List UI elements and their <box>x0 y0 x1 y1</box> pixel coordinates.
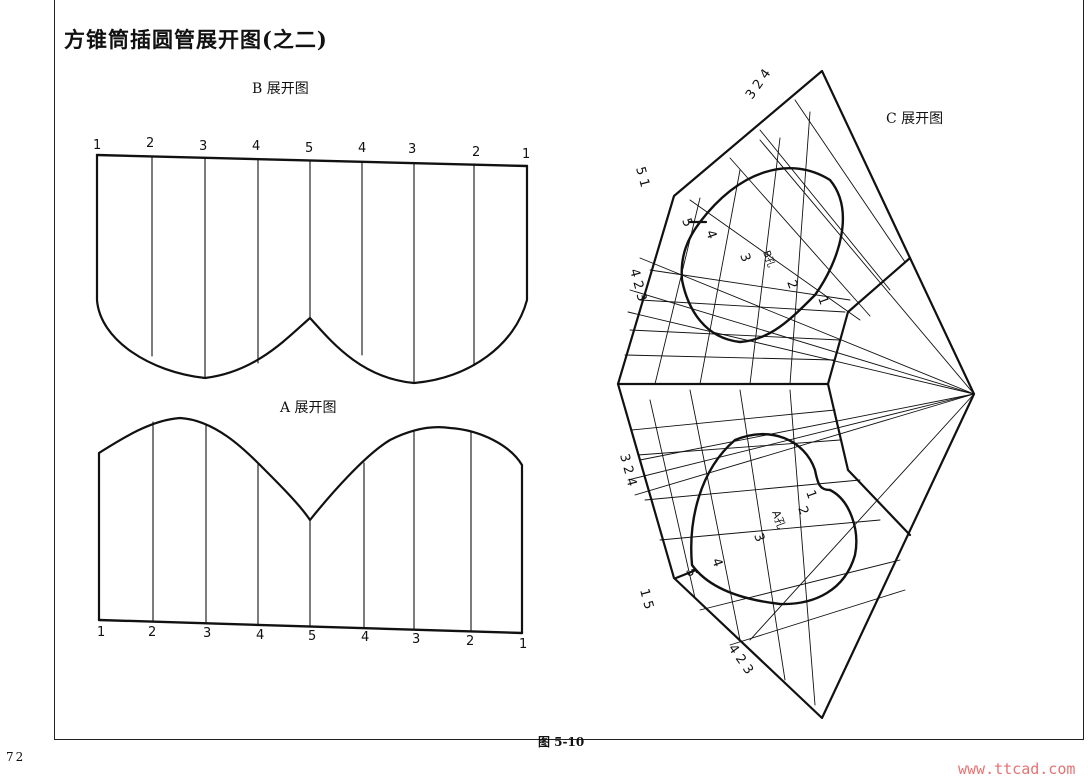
b-development-pattern <box>95 153 529 385</box>
b-num-3: 3 <box>199 139 207 154</box>
c-lower-inner-3: 3 <box>750 531 767 544</box>
c-upper-inner-3: 3 <box>736 251 753 264</box>
b-hole-label: B孔 <box>760 249 777 269</box>
a-num-3: 3 <box>203 626 211 641</box>
a-num-3b: 3 <box>412 632 420 647</box>
c-lower-inner-2: 2 <box>794 504 811 517</box>
c-pattern-label: C 展开图 <box>886 111 944 127</box>
a-num-2b: 2 <box>466 634 474 649</box>
b-num-1: 1 <box>93 138 101 153</box>
b-num-4: 4 <box>252 139 260 154</box>
c-upper-side-group: 4 2 3 <box>626 267 649 303</box>
c-lower-corner: 1 5 <box>636 587 656 611</box>
page-border <box>54 0 1084 740</box>
c-upper-inner-1: 1 <box>814 294 831 307</box>
c-lower-inner-1: 1 <box>802 488 819 501</box>
figure-caption: 图 5-10 <box>538 735 585 749</box>
page-number: 72 <box>6 750 26 764</box>
c-lower-side-group: 3 2 4 <box>616 452 639 488</box>
a-bottom-numbers: 1 2 3 4 5 4 3 2 1 <box>97 625 527 652</box>
c-bottom-group: 4 2 3 <box>725 642 756 678</box>
b-pattern-label: B 展开图 <box>252 81 309 97</box>
a-num-2: 2 <box>148 625 156 640</box>
a-pattern-label: A 展开图 <box>280 400 337 416</box>
c-top-group: 3 2 4 <box>743 67 774 103</box>
b-num-3b: 3 <box>408 142 416 157</box>
a-development-pattern <box>97 416 524 635</box>
b-num-2: 2 <box>146 136 154 151</box>
watermark: www.ttcad.com <box>958 760 1076 778</box>
b-num-2b: 2 <box>472 145 480 160</box>
a-num-4: 4 <box>256 628 264 643</box>
a-num-1b: 1 <box>519 637 527 652</box>
c-upper-inner-4: 4 <box>702 228 719 241</box>
c-upper-inner-2: 2 <box>783 278 800 291</box>
a-hole-label: A孔 <box>769 509 788 531</box>
c-upper-corner: 5 1 <box>632 165 652 189</box>
a-num-5: 5 <box>308 629 316 644</box>
b-top-numbers: 1 2 3 4 5 4 3 2 1 <box>93 136 530 162</box>
b-num-5: 5 <box>305 141 313 156</box>
a-num-1: 1 <box>97 625 105 640</box>
b-num-4b: 4 <box>358 141 366 156</box>
a-num-4b: 4 <box>361 630 369 645</box>
page-title: 方锥筒插圆管展开图(之二) <box>64 27 328 52</box>
c-lower-inner-4: 4 <box>708 556 725 569</box>
b-num-1b: 1 <box>522 147 530 162</box>
c-development-pattern <box>616 69 976 720</box>
